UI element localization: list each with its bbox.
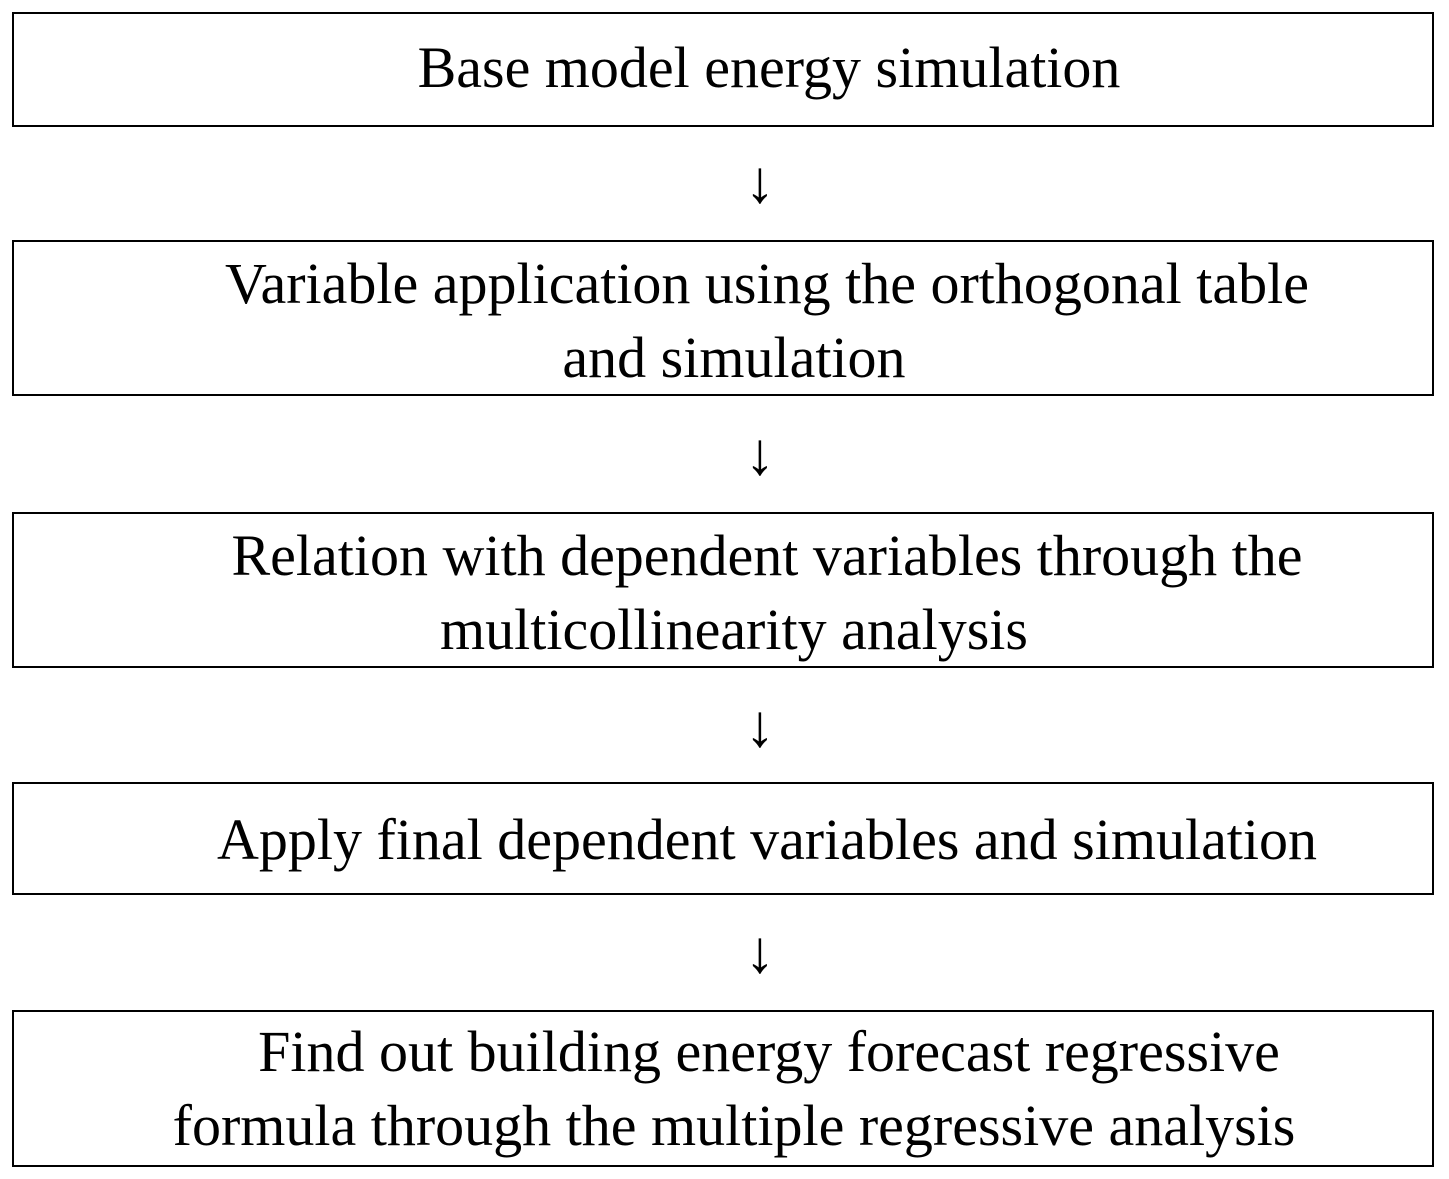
flow-step-5: Find out building energy forecast regres… <box>12 1010 1434 1167</box>
down-arrow-icon: ↓ <box>745 919 775 985</box>
flow-step-5-line-2: formula through the multiple regressive … <box>172 1093 1296 1158</box>
flow-step-2-line-1: Variable application using the orthogona… <box>225 251 1309 316</box>
down-arrow-icon: ↓ <box>745 421 775 487</box>
flow-step-3-line-1: Relation with dependent variables throug… <box>231 523 1303 588</box>
flow-step-5-line-1: Find out building energy forecast regres… <box>258 1019 1280 1084</box>
down-arrow-icon: ↓ <box>745 149 775 215</box>
flow-step-3: Relation with dependent variables throug… <box>12 512 1434 668</box>
flow-step-2: Variable application using the orthogona… <box>12 240 1434 396</box>
flow-step-4: Apply final dependent variables and simu… <box>12 782 1434 895</box>
flow-step-1: Base model energy simulation <box>12 12 1434 127</box>
flow-step-1-line-1: Base model energy simulation <box>417 35 1121 100</box>
flow-step-3-line-2: multicollinearity analysis <box>440 597 1028 662</box>
flow-step-4-line-1: Apply final dependent variables and simu… <box>216 807 1318 872</box>
down-arrow-icon: ↓ <box>745 693 775 759</box>
flow-step-2-line-2: and simulation <box>562 325 906 390</box>
